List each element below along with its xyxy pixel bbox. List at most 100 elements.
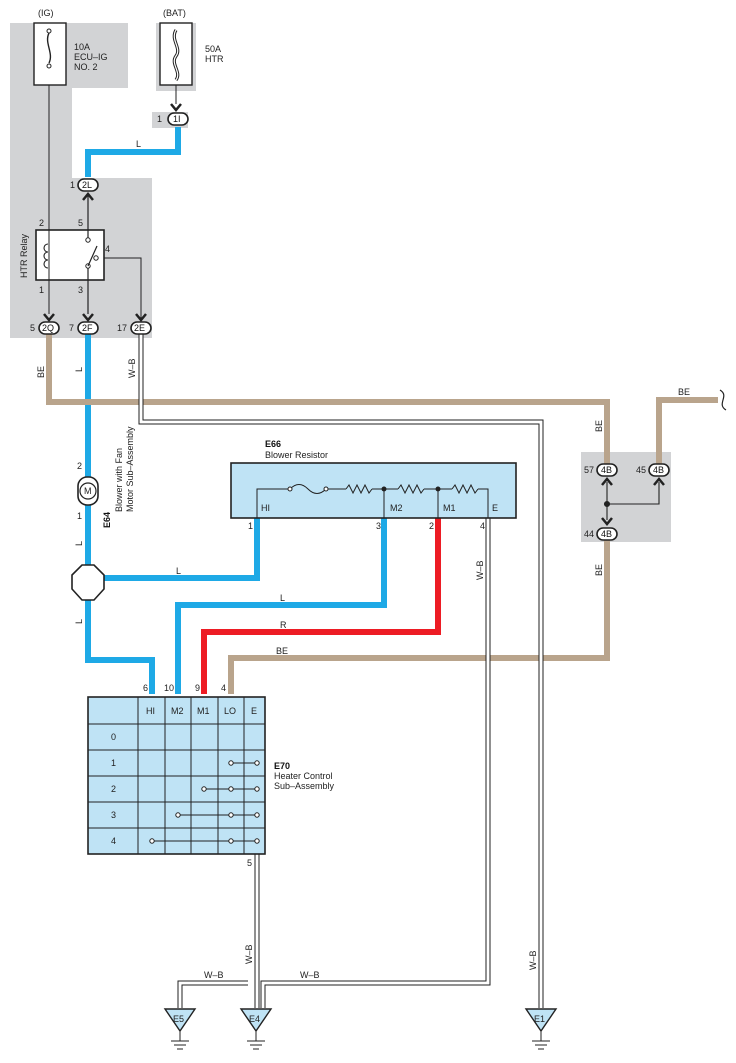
motor-code: E64 — [102, 512, 112, 528]
ctrl-pin-9: 9 — [195, 683, 200, 693]
res-term-e: E — [492, 503, 498, 513]
conn-4b45-code: 4B — [653, 465, 664, 475]
wire-break-mark — [719, 389, 727, 411]
wire-wb — [138, 333, 544, 1008]
fuse-ig-name1: ECU–IG — [74, 52, 108, 62]
wire-label-wb-e1: W–B — [528, 950, 538, 970]
ctrl-pin-10: 10 — [164, 683, 174, 693]
ctrl-col-hi: HI — [146, 706, 155, 716]
htr-relay — [35, 229, 105, 281]
conn-4b57-code: 4B — [601, 465, 612, 475]
ctrl-name1: Heater Control — [274, 771, 333, 781]
connector-2f — [77, 280, 99, 335]
wire-label-be-4b-bot: BE — [594, 564, 604, 576]
conn-2q-code: 2Q — [42, 323, 54, 333]
wire-label-l-motor1: L — [74, 541, 84, 546]
connector-4b-57 — [596, 463, 618, 486]
res-term-m1: M1 — [443, 503, 456, 513]
ctrl-col-lo: LO — [224, 706, 236, 716]
resistor-node-2 — [435, 486, 441, 492]
conn-4b44-code: 4B — [601, 529, 612, 539]
conn-2e-code: 2E — [134, 323, 145, 333]
wire-label-wb-e4h: W–B — [300, 970, 320, 980]
connector-2l — [77, 178, 99, 230]
wire-label-l-m2: L — [280, 593, 285, 603]
ground-e1-label: E1 — [534, 1014, 545, 1024]
conn-2f-code: 2F — [82, 323, 93, 333]
resistor-node-1 — [381, 486, 387, 492]
motor-pin-bottom: 1 — [77, 511, 82, 521]
resistor-node-4 — [323, 486, 329, 492]
wire-label-l-hi: L — [176, 566, 181, 576]
ctrl-col-m1: M1 — [197, 706, 210, 716]
wire-label-wb-e5: W–B — [204, 970, 224, 980]
bat-label: (BAT) — [163, 8, 186, 18]
wire-l-blue — [85, 127, 387, 694]
ctrl-name2: Sub–Assembly — [274, 781, 335, 791]
wire-label-r: R — [280, 620, 287, 630]
motor-name2: Motor Sub–Assembly — [125, 426, 135, 512]
res-pin-2: 2 — [429, 521, 434, 531]
ground-e4 — [239, 1008, 273, 1050]
ctrl-row-3: 3 — [111, 810, 116, 820]
wire-label-wb-e4v: W–B — [244, 944, 254, 964]
res-term-m2: M2 — [390, 503, 403, 513]
res-pin-3: 3 — [376, 521, 381, 531]
resistor-internal — [256, 483, 489, 518]
wire-r-red — [201, 518, 441, 694]
conn-2l-code: 2L — [82, 180, 92, 190]
blower-motor — [77, 476, 99, 506]
wire-label-be-4b-top: BE — [594, 420, 604, 432]
res-pin-1: 1 — [248, 521, 253, 531]
ground-e5 — [163, 1008, 197, 1050]
ctrl-row-1: 1 — [111, 758, 116, 768]
fuse-ecu-ig — [33, 22, 67, 86]
wire-label-be-left: BE — [36, 366, 46, 378]
fuse-bat-name1: HTR — [205, 54, 224, 64]
ctrl-code: E70 — [274, 761, 290, 771]
conn-2e-pin: 17 — [117, 323, 127, 333]
conn-4b45-pin: 45 — [636, 465, 646, 475]
relay-pin-2: 2 — [39, 218, 44, 228]
connector-4b-45 — [648, 463, 670, 486]
fuse-ig-rating: 10A — [74, 42, 90, 52]
conn-4b44-pin: 44 — [584, 529, 594, 539]
junction-octagon — [71, 564, 105, 601]
motor-name1: Blower with Fan — [114, 448, 124, 512]
ctrl-row-4: 4 — [111, 836, 116, 846]
wire-label-wb-2e: W–B — [127, 358, 137, 378]
fuse-bat-rating: 50A — [205, 44, 221, 54]
wire-label-l-top: L — [136, 139, 141, 149]
ctrl-pin-5: 5 — [247, 858, 252, 868]
ground-e1 — [524, 1008, 558, 1050]
relay-label: HTR Relay — [19, 233, 29, 278]
junction-4b-internal — [603, 482, 660, 520]
wire-label-be-lo: BE — [276, 646, 288, 656]
conn-2f-pin: 7 — [69, 323, 74, 333]
ctrl-col-e: E — [251, 706, 257, 716]
wire-be-tan — [46, 333, 718, 694]
wire-label-wb-e: W–B — [475, 560, 485, 580]
relay-pin-4: 4 — [105, 244, 110, 254]
connector-1i — [167, 103, 189, 126]
motor-pin-top: 2 — [77, 461, 82, 471]
wire-label-be-right: BE — [678, 387, 690, 397]
ctrl-row-0: 0 — [111, 732, 116, 742]
ctrl-row-2: 2 — [111, 784, 116, 794]
conn-2l-pin: 1 — [70, 180, 75, 190]
connector-2e — [130, 313, 152, 335]
conn-1i-code: 1I — [173, 114, 181, 124]
ctrl-col-m2: M2 — [171, 706, 184, 716]
ground-e5-label: E5 — [173, 1014, 184, 1024]
wire-label-l-motor2: L — [74, 619, 84, 624]
fuse-ig-name2: NO. 2 — [74, 62, 98, 72]
conn-2q-pin: 5 — [30, 323, 35, 333]
ground-e4-label: E4 — [249, 1014, 260, 1024]
ig-label: (IG) — [38, 8, 54, 18]
conn-1i-pin: 1 — [157, 114, 162, 124]
relay-pin-1: 1 — [39, 285, 44, 295]
resistor-name: Blower Resistor — [265, 450, 328, 460]
relay-pin-5: 5 — [78, 218, 83, 228]
ctrl-pin-6: 6 — [143, 683, 148, 693]
